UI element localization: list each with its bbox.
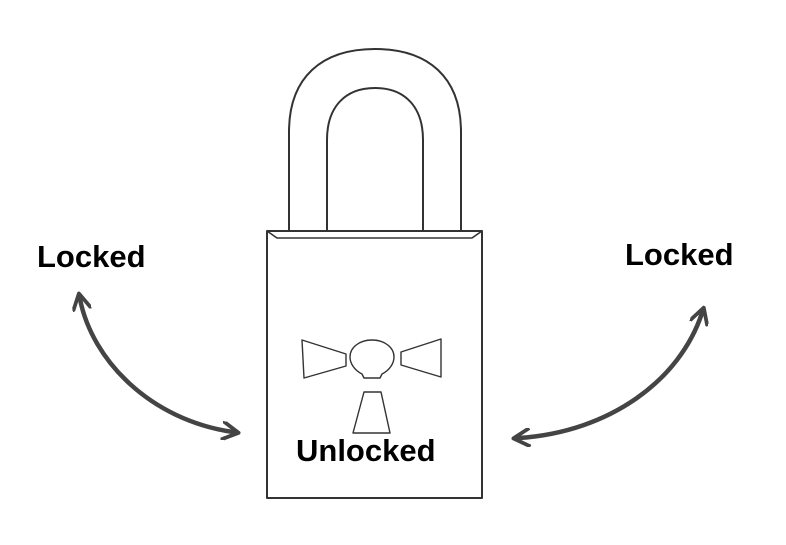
padlock-body-bevel [266, 230, 483, 239]
keyhole-top [349, 339, 395, 379]
shackle [288, 48, 462, 232]
transition-arrow-right [519, 313, 702, 438]
keyhole-slot [352, 391, 391, 434]
keyhole-wing-right [400, 338, 442, 378]
keyhole-icon [301, 338, 442, 434]
padlock-body [266, 230, 483, 499]
keyhole-wing-left [301, 339, 347, 379]
padlock-icon [266, 48, 483, 499]
state-label-locked-left: Locked [37, 239, 146, 274]
state-label-unlocked: Unlocked [296, 433, 436, 468]
transition-arrow-left [80, 299, 233, 432]
state-label-locked-right: Locked [625, 237, 734, 272]
